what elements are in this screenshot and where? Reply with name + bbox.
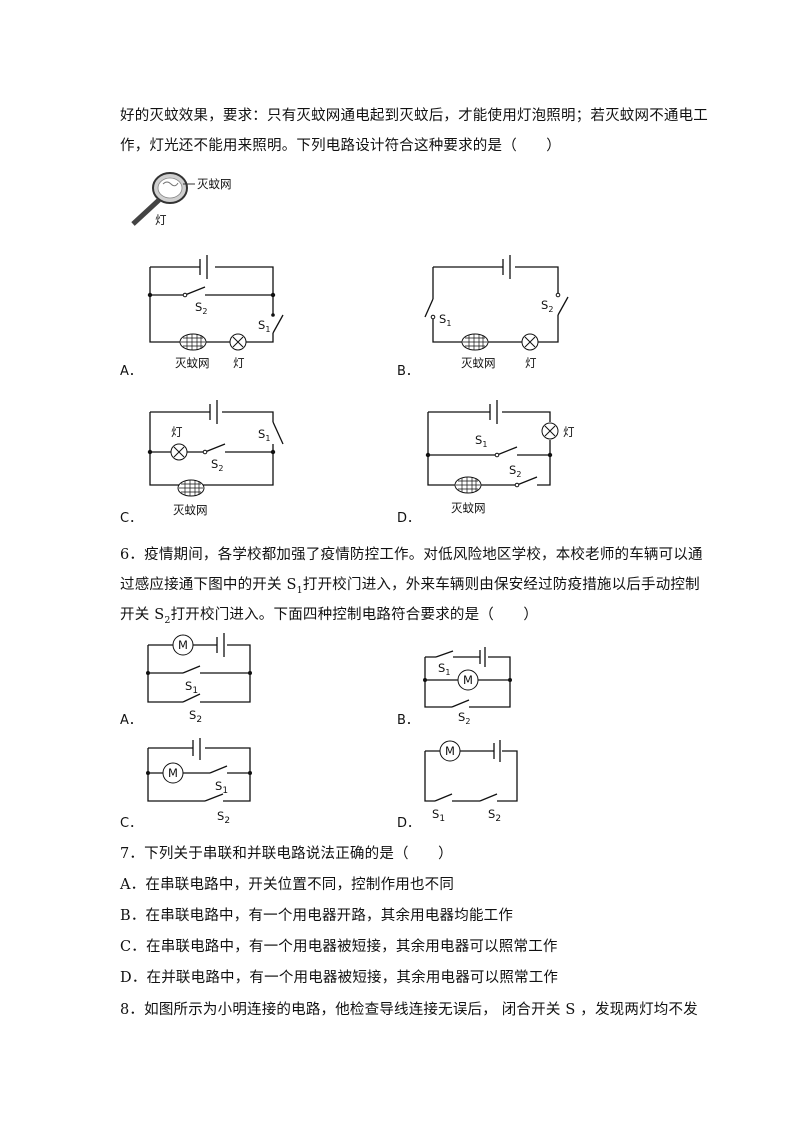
q6-circuit-d: M S1 S2 <box>424 740 518 824</box>
svg-text:M: M <box>445 744 455 758</box>
svg-text:S2: S2 <box>541 298 553 314</box>
q5-circuit-b: S1 S2 灭蚊网 灯 <box>424 255 569 370</box>
svg-text:S2: S2 <box>211 457 223 473</box>
svg-text:S2: S2 <box>217 809 230 826</box>
svg-text:S1: S1 <box>438 661 450 677</box>
q6-option-d[interactable]: D． <box>397 816 421 831</box>
q7-stem: 7．下列关于串联和并联电路说法正确的是（ ） <box>120 846 453 862</box>
svg-text:S1: S1 <box>258 427 270 443</box>
q5-circuit-a: S2 S1 灭蚊网 灯 <box>147 255 284 370</box>
svg-text:M: M <box>178 638 188 652</box>
q6-line-3: 开关 S2打开校门进入。下面四种控制电路符合要求的是（ ） <box>120 607 539 626</box>
svg-text:S2: S2 <box>458 710 470 726</box>
svg-text:S1: S1 <box>215 779 228 796</box>
q5-line-2: 作，灯光还不能用来照明。下列电路设计符合这种要求的是（ ） <box>120 138 561 154</box>
svg-text:灯: 灯 <box>563 425 575 439</box>
q7-choice-c[interactable]: C．在串联电路中，有一个用电器被短接，其余用电器可以照常工作 <box>120 939 558 955</box>
switch-s2-label: S2 <box>195 300 207 316</box>
svg-text:灭蚊网: 灭蚊网 <box>173 503 208 517</box>
q6-line-1: 6．疫情期间，各学校都加强了疫情防控工作。对低风险地区学校，本校老师的车辆可以通 <box>120 547 703 563</box>
svg-text:S1: S1 <box>439 312 451 328</box>
svg-text:M: M <box>168 766 178 780</box>
svg-text:S2: S2 <box>488 807 501 824</box>
svg-text:S2: S2 <box>189 708 202 725</box>
svg-text:灭蚊网: 灭蚊网 <box>451 501 486 515</box>
net-label: 灭蚊网 <box>175 356 210 370</box>
q7-choice-b[interactable]: B．在串联电路中，有一个用电器开路，其余用电器均能工作 <box>120 908 514 924</box>
svg-text:灯: 灯 <box>525 356 537 370</box>
q5-circuit-d: 灯 S1 S2 灭蚊网 <box>425 400 575 515</box>
racket-lamp-label: 灯 <box>155 213 167 227</box>
q6-circuit-a: M S1 S2 <box>146 633 252 725</box>
q5-line-1: 好的灭蚊效果，要求：只有灭蚊网通电起到灭蚊后，才能使用灯泡照明；若灭蚊网不通电工 <box>120 108 708 124</box>
q7-choice-d[interactable]: D．在并联电路中，有一个用电器被短接，其余用电器可以照常工作 <box>120 970 559 986</box>
svg-text:S1: S1 <box>475 433 487 449</box>
q7-choice-a[interactable]: A．在串联电路中，开关位置不同，控制作用也不同 <box>120 877 455 893</box>
q5-option-a[interactable]: A． <box>120 364 142 379</box>
q5-option-d[interactable]: D． <box>397 511 421 526</box>
q6-circuit-c: M S1 S2 <box>146 738 252 826</box>
q6-option-a[interactable]: A． <box>120 713 142 728</box>
racket-net-label: 灭蚊网 <box>197 177 232 191</box>
q5-option-b[interactable]: B． <box>397 364 419 379</box>
svg-text:M: M <box>463 673 473 687</box>
q5-option-c[interactable]: C． <box>120 511 143 526</box>
q5-circuit-c: 灯 S2 S1 灭蚊网 <box>147 400 284 517</box>
racket-illustration: 灭蚊网 灯 <box>131 172 232 227</box>
svg-text:灯: 灯 <box>171 425 183 439</box>
svg-text:S1: S1 <box>185 679 198 696</box>
q6-option-b[interactable]: B． <box>397 713 419 728</box>
lamp-label: 灯 <box>233 356 245 370</box>
q6-line-2: 过感应接通下图中的开关 S1打开校门进入，外来车辆则由保安经过防疫措施以后手动控… <box>120 577 700 596</box>
q6-option-c[interactable]: C． <box>120 816 143 831</box>
svg-text:S2: S2 <box>509 463 521 479</box>
svg-text:灭蚊网: 灭蚊网 <box>461 356 496 370</box>
q8-stem: 8．如图所示为小明连接的电路，他检查导线连接无误后， 闭合开关 S ，发现两灯均… <box>120 1002 698 1018</box>
switch-s1-label: S1 <box>258 318 270 334</box>
q6-circuit-b: M S1 S2 <box>423 647 512 726</box>
svg-text:S1: S1 <box>432 807 445 824</box>
